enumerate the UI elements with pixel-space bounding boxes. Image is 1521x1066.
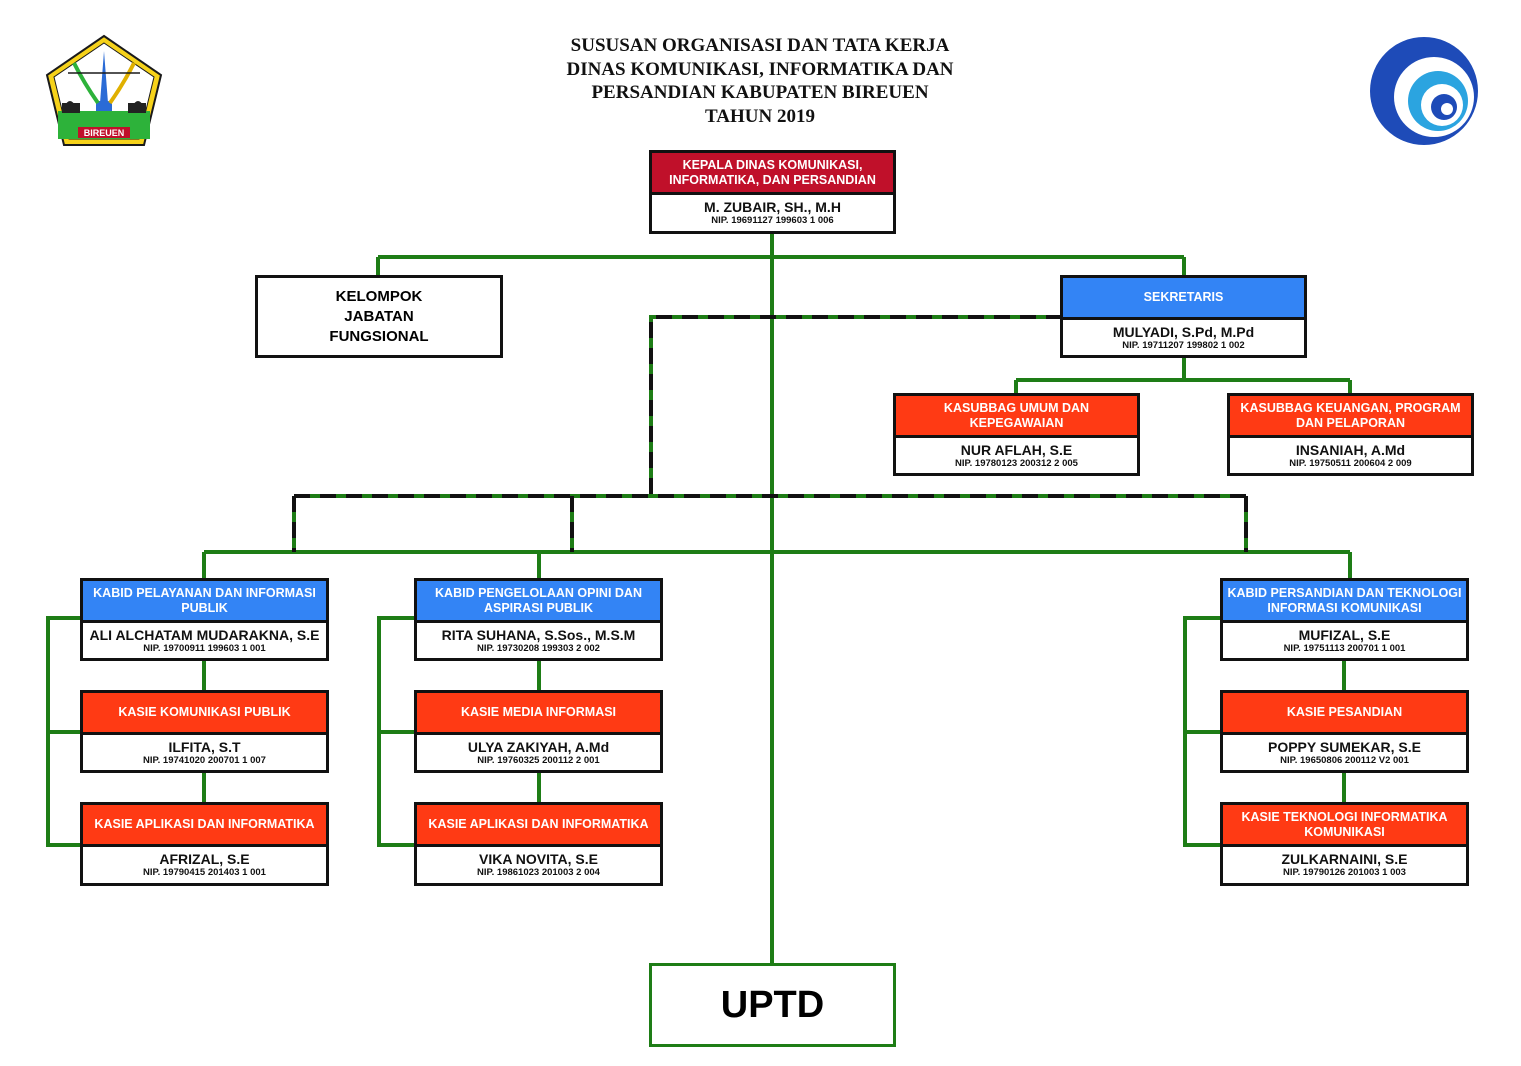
kasie-title: KASIE KOMUNIKASI PUBLIK xyxy=(83,693,326,735)
head-name: M. ZUBAIR, SH., M.H xyxy=(704,199,841,215)
kasie-box: KASIE APLIKASI DAN INFORMATIKA AFRIZAL, … xyxy=(80,802,329,886)
kasie-title: KASIE MEDIA INFORMASI xyxy=(417,693,660,735)
title-line-2: DINAS KOMUNIKASI, INFORMATIKA DAN xyxy=(566,58,954,80)
kasie-name: VIKA NOVITA, S.E xyxy=(478,851,598,867)
head-box: KEPALA DINAS KOMUNIKASI, INFORMATIKA, DA… xyxy=(649,150,896,234)
kasie-nip: NIP. 19790126 201003 1 003 xyxy=(1283,867,1406,878)
kabid-box: KABID PERSANDIAN DAN TEKNOLOGI INFORMASI… xyxy=(1220,578,1469,661)
functional-line-3: FUNGSIONAL xyxy=(329,327,429,345)
functional-group-box: KELOMPOK JABATAN FUNGSIONAL xyxy=(255,275,503,358)
kasie-nip: NIP. 19741020 200701 1 007 xyxy=(143,754,266,766)
kasie-box: KASIE PESANDIAN POPPY SUMEKAR, S.E NIP. … xyxy=(1220,690,1469,773)
kasie-name: ULYA ZAKIYAH, A.Md xyxy=(467,738,610,755)
kasubbag-umum-title: KASUBBAG UMUM DAN KEPEGAWAIAN xyxy=(896,396,1137,438)
functional-line-2: JABATAN xyxy=(344,307,414,325)
secretary-title: SEKRETARIS xyxy=(1063,278,1304,320)
kasubbag-keuangan-title: KASUBBAG KEUANGAN, PROGRAM DAN PELAPORAN xyxy=(1230,396,1471,438)
title-line-4: TAHUN 2019 xyxy=(705,105,815,127)
kominfo-logo xyxy=(1368,35,1480,147)
kabid-nip: NIP. 19751113 200701 1 001 xyxy=(1283,642,1406,654)
kasubbag-umum-nip: NIP. 19780123 200312 2 005 xyxy=(955,457,1078,469)
title-line-3: PERSANDIAN KABUPATEN BIREUEN xyxy=(591,82,929,103)
kasie-title: KASIE PESANDIAN xyxy=(1223,693,1466,735)
kasie-box: KASIE TEKNOLOGI INFORMATIKA KOMUNIKASI Z… xyxy=(1220,802,1469,886)
kasie-name: ILFITA, S.T xyxy=(168,738,241,755)
secretary-name: MULYADI, S.Pd, M.Pd xyxy=(1112,323,1255,340)
kasie-nip: NIP. 19650806 200112 V2 001 xyxy=(1280,754,1409,766)
kasie-box: KASIE APLIKASI DAN INFORMATIKA VIKA NOVI… xyxy=(414,802,663,886)
kasubbag-umum-name: NUR AFLAH, S.E xyxy=(960,441,1073,458)
head-nip: NIP. 19691127 199603 1 006 xyxy=(711,215,834,226)
kasubbag-keuangan-box: KASUBBAG KEUANGAN, PROGRAM DAN PELAPORAN… xyxy=(1227,393,1474,476)
kasie-nip: NIP. 19861023 201003 2 004 xyxy=(477,867,600,878)
kasie-title: KASIE APLIKASI DAN INFORMATIKA xyxy=(83,805,326,847)
kasie-title: KASIE TEKNOLOGI INFORMATIKA KOMUNIKASI xyxy=(1223,805,1466,847)
kabid-box: KABID PENGELOLAAN OPINI DAN ASPIRASI PUB… xyxy=(414,578,663,661)
secretary-box: SEKRETARIS MULYADI, S.Pd, M.Pd NIP. 1971… xyxy=(1060,275,1307,358)
kasie-box: KASIE KOMUNIKASI PUBLIK ILFITA, S.T NIP.… xyxy=(80,690,329,773)
kabid-title: KABID PELAYANAN DAN INFORMASI PUBLIK xyxy=(83,581,326,623)
kabid-name: RITA SUHANA, S.Sos., M.S.M xyxy=(441,626,636,643)
kabid-nip: NIP. 19700911 199603 1 001 xyxy=(143,642,266,654)
kasie-nip: NIP. 19760325 200112 2 001 xyxy=(477,754,600,766)
kabid-title: KABID PENGELOLAAN OPINI DAN ASPIRASI PUB… xyxy=(417,581,660,623)
title-line-1: SUSUSAN ORGANISASI DAN TATA KERJA xyxy=(570,35,950,56)
kabid-name: MUFIZAL, S.E xyxy=(1298,626,1391,643)
kasie-nip: NIP. 19790415 201403 1 001 xyxy=(143,867,266,878)
head-title: KEPALA DINAS KOMUNIKASI, INFORMATIKA, DA… xyxy=(652,153,893,195)
bireuen-emblem-logo: BIREUEN xyxy=(44,33,164,148)
kasie-name: ZULKARNAINI, S.E xyxy=(1281,851,1408,867)
kasubbag-umum-box: KASUBBAG UMUM DAN KEPEGAWAIAN NUR AFLAH,… xyxy=(893,393,1140,476)
kabid-name: ALI ALCHATAM MUDARAKNA, S.E xyxy=(89,626,320,643)
kabid-nip: NIP. 19730208 199303 2 002 xyxy=(477,642,600,654)
kabid-title: KABID PERSANDIAN DAN TEKNOLOGI INFORMASI… xyxy=(1223,581,1466,623)
kasubbag-keuangan-nip: NIP. 19750511 200604 2 009 xyxy=(1289,457,1412,469)
uptd-label: UPTD xyxy=(720,983,825,1026)
kabid-box: KABID PELAYANAN DAN INFORMASI PUBLIK ALI… xyxy=(80,578,329,661)
secretary-nip: NIP. 19711207 199802 1 002 xyxy=(1122,339,1245,351)
kasubbag-keuangan-name: INSANIAH, A.Md xyxy=(1295,441,1406,458)
kasie-name: POPPY SUMEKAR, S.E xyxy=(1267,738,1421,755)
kasie-title: KASIE APLIKASI DAN INFORMATIKA xyxy=(417,805,660,847)
functional-line-1: KELOMPOK xyxy=(335,287,423,305)
kasie-name: AFRIZAL, S.E xyxy=(159,851,250,867)
logo-text: BIREUEN xyxy=(84,128,125,138)
uptd-box: UPTD xyxy=(649,963,896,1047)
kasie-box: KASIE MEDIA INFORMASI ULYA ZAKIYAH, A.Md… xyxy=(414,690,663,773)
page-title: SUSUSAN ORGANISASI DAN TATA KERJA DINAS … xyxy=(460,34,1060,128)
